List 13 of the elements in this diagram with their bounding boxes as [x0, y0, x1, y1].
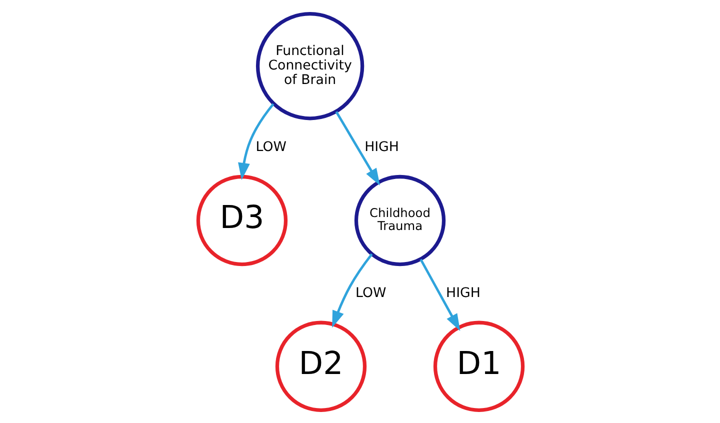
arrow — [334, 110, 380, 185]
node-circle: Functional Connectivity of Brain — [255, 12, 364, 120]
edge-label: LOW — [354, 285, 386, 300]
edge-label: HIGH — [446, 285, 480, 300]
node-circle: D2 — [274, 320, 366, 412]
arrow — [419, 258, 460, 330]
node-circle: Childhood Trauma — [354, 174, 446, 266]
node-circle: D3 — [196, 174, 288, 266]
edge-label: HIGH — [364, 139, 398, 154]
node-circle: D1 — [432, 320, 524, 412]
arrow — [332, 252, 372, 328]
edge-label: LOW — [255, 139, 286, 154]
arrow — [238, 102, 274, 180]
